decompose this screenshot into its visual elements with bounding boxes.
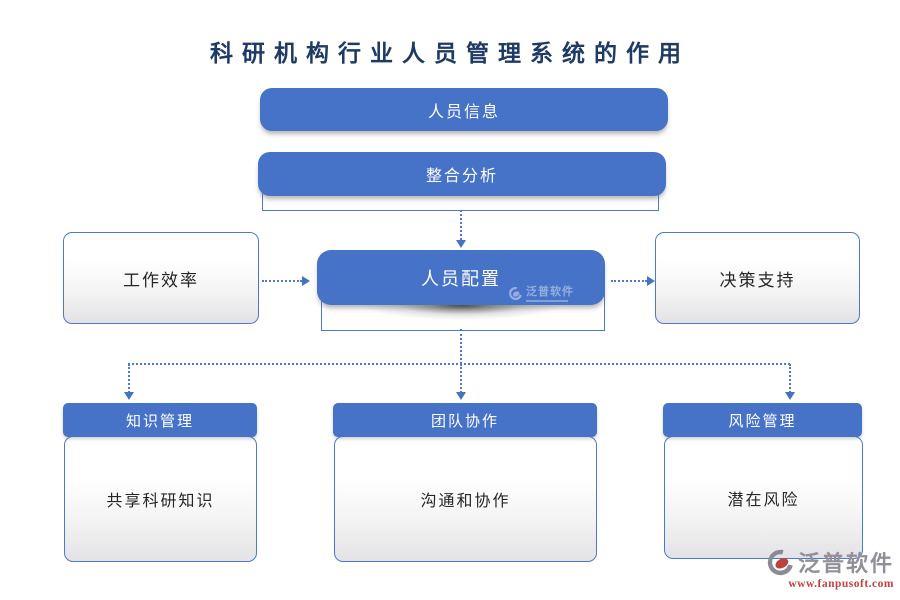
node-work-efficiency: 工作效率 [63, 232, 259, 324]
card-teamwork-body-label: 沟通和协作 [420, 493, 511, 510]
node-analysis: 整合分析 [258, 152, 666, 196]
vendor-logo: 泛普软件 www.fanpusoft.com [744, 546, 894, 590]
vendor-logo-icon [767, 549, 793, 575]
card-risk-body-label: 潜在风险 [727, 491, 800, 509]
node-analysis-label: 整合分析 [425, 168, 498, 185]
node-personnel-info: 人员信息 [260, 88, 668, 131]
card-knowledge-header: 知识管理 [63, 403, 257, 437]
node-staffing-label: 人员配置 [421, 268, 501, 289]
staffing-shadow [327, 305, 597, 326]
card-knowledge-body-label: 共享科研知识 [106, 493, 215, 510]
vendor-logo-brand: 泛普软件 [797, 551, 894, 576]
card-teamwork-body: 沟通和协作 [334, 436, 597, 562]
watermark-subline [526, 300, 568, 302]
node-personnel-info-label: 人员信息 [427, 103, 500, 121]
connector-analysis-to-staffing [460, 210, 462, 240]
node-decision-support: 决策支持 [655, 232, 860, 324]
connector-branch-right [789, 364, 791, 393]
node-decision-support-label: 决策支持 [719, 270, 796, 290]
connector-branch-horizontal [128, 363, 790, 365]
arrowhead-down-icon [456, 392, 466, 400]
connector-staffing-to-decision [611, 280, 647, 282]
watermark-text: 泛普软件 [526, 286, 574, 298]
card-knowledge-body: 共享科研知识 [64, 436, 257, 562]
connector-branch-left [128, 364, 130, 393]
node-work-efficiency-label: 工作效率 [123, 270, 199, 290]
card-teamwork-header: 团队协作 [333, 403, 597, 437]
node-staffing: 人员配置 [317, 250, 605, 305]
card-risk-header: 风险管理 [663, 403, 862, 437]
card-risk-header-label: 风险管理 [728, 413, 797, 430]
page-title: 科研机构行业人员管理系统的作用 [210, 41, 690, 66]
watermark: 泛普软件 [508, 286, 574, 302]
arrowhead-right-icon [302, 276, 310, 286]
card-risk-body: 潜在风险 [664, 436, 863, 559]
arrowhead-down-icon [124, 392, 134, 400]
vendor-logo-url: www.fanpusoft.com [788, 578, 894, 590]
connector-efficiency-to-staffing [262, 280, 302, 282]
connector-branch-center [460, 364, 462, 393]
watermark-logo-icon [508, 286, 522, 301]
arrowhead-down-icon [456, 240, 466, 248]
arrowhead-right-icon [647, 276, 655, 286]
card-knowledge-header-label: 知识管理 [125, 413, 194, 430]
connector-staffing-stem [460, 329, 462, 364]
card-teamwork-header-label: 团队协作 [430, 413, 499, 430]
arrowhead-down-icon [785, 392, 795, 400]
